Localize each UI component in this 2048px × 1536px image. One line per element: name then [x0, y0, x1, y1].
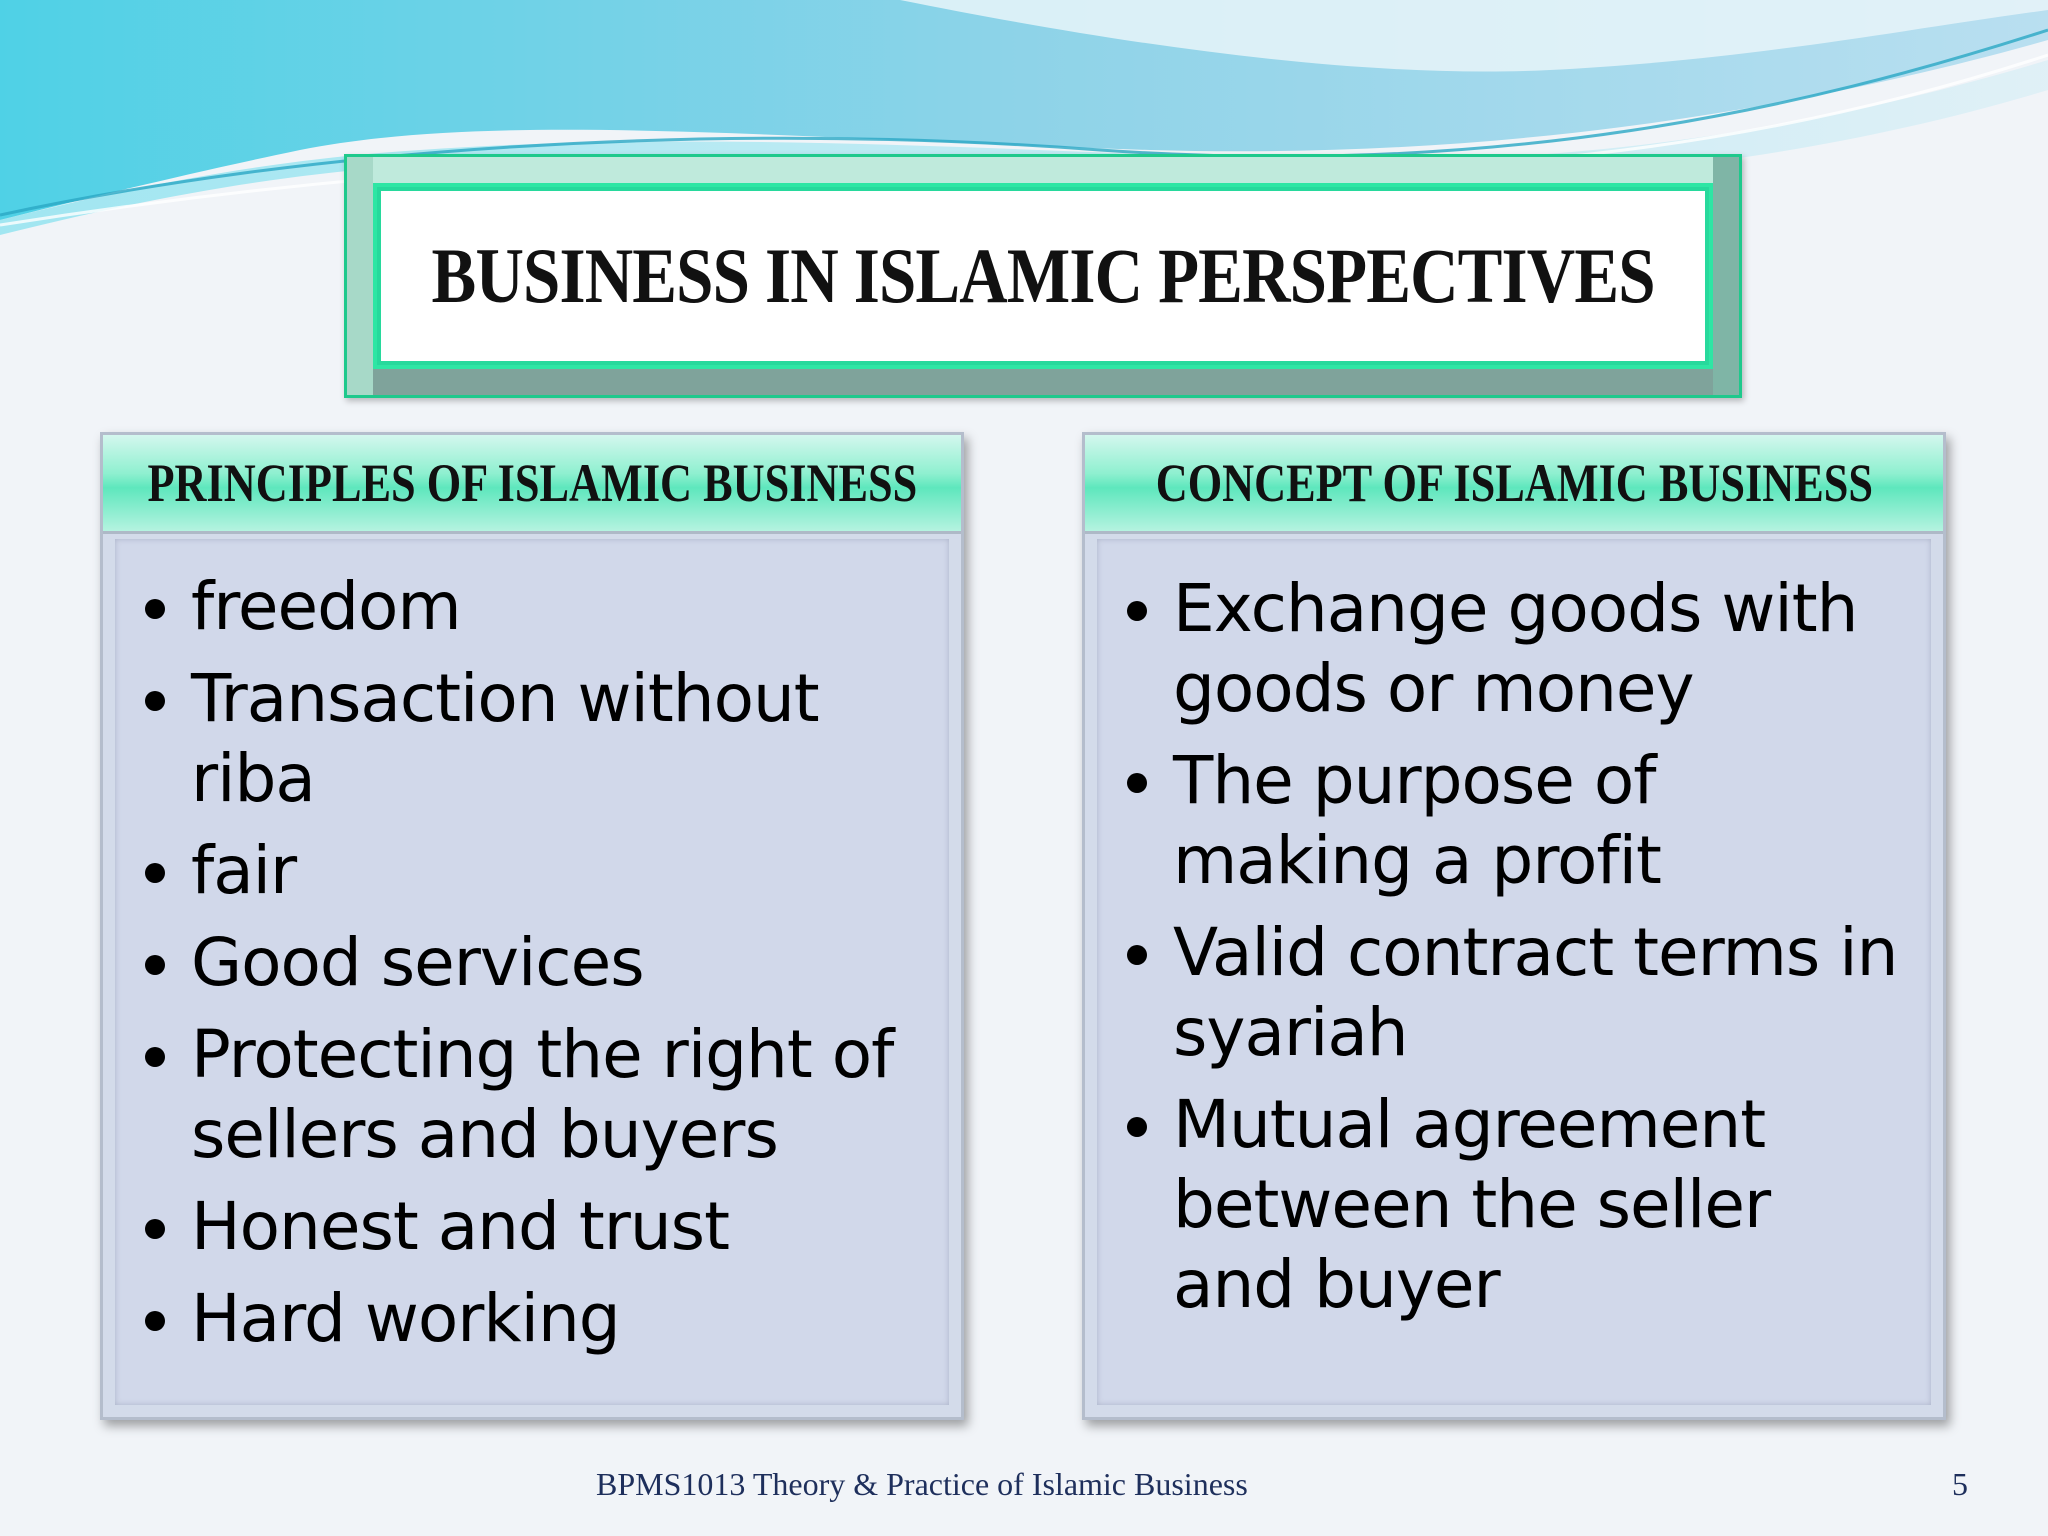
concept-panel-body: Exchange goods with goods or money The p…	[1097, 539, 1931, 1405]
title-inner: BUSINESS IN ISLAMIC PERSPECTIVES	[377, 187, 1709, 365]
list-item: Exchange goods with goods or money	[1123, 569, 1911, 729]
title-bevel-top	[347, 157, 1739, 183]
concept-heading: CONCEPT OF ISLAMIC BUSINESS	[1155, 453, 1873, 513]
concept-list: Exchange goods with goods or money The p…	[1123, 569, 1911, 1337]
list-item: Good services	[141, 923, 929, 1003]
list-item: freedom	[141, 567, 929, 647]
list-item: Hard working	[141, 1279, 929, 1359]
principles-panel-header: PRINCIPLES OF ISLAMIC BUSINESS	[103, 435, 961, 534]
page-number: 5	[1952, 1466, 1968, 1502]
list-item: Valid contract terms in syariah	[1123, 913, 1911, 1073]
list-item: Protecting the right of sellers and buye…	[141, 1015, 929, 1175]
list-item: Mutual agreement between the seller and …	[1123, 1085, 1911, 1325]
footer-course-title: BPMS1013 Theory & Practice of Islamic Bu…	[596, 1466, 1248, 1502]
list-item: fair	[141, 831, 929, 911]
title-bevel-bottom	[347, 369, 1739, 395]
list-item: The purpose of making a profit	[1123, 741, 1911, 901]
list-item: Transaction without riba	[141, 659, 929, 819]
wave-decoration	[0, 0, 2048, 235]
principles-panel: PRINCIPLES OF ISLAMIC BUSINESS freedom T…	[100, 432, 964, 1420]
list-item: Honest and trust	[141, 1187, 929, 1267]
principles-panel-body: freedom Transaction without riba fair Go…	[115, 539, 949, 1405]
concept-panel-header: CONCEPT OF ISLAMIC BUSINESS	[1085, 435, 1943, 534]
principles-heading: PRINCIPLES OF ISLAMIC BUSINESS	[147, 453, 917, 513]
title-bevel-left	[347, 157, 373, 395]
concept-panel: CONCEPT OF ISLAMIC BUSINESS Exchange goo…	[1082, 432, 1946, 1420]
title-bevel-right	[1713, 157, 1739, 395]
principles-list: freedom Transaction without riba fair Go…	[141, 567, 929, 1371]
slide-title: BUSINESS IN ISLAMIC PERSPECTIVES	[431, 232, 1655, 319]
title-banner: BUSINESS IN ISLAMIC PERSPECTIVES	[344, 154, 1742, 398]
